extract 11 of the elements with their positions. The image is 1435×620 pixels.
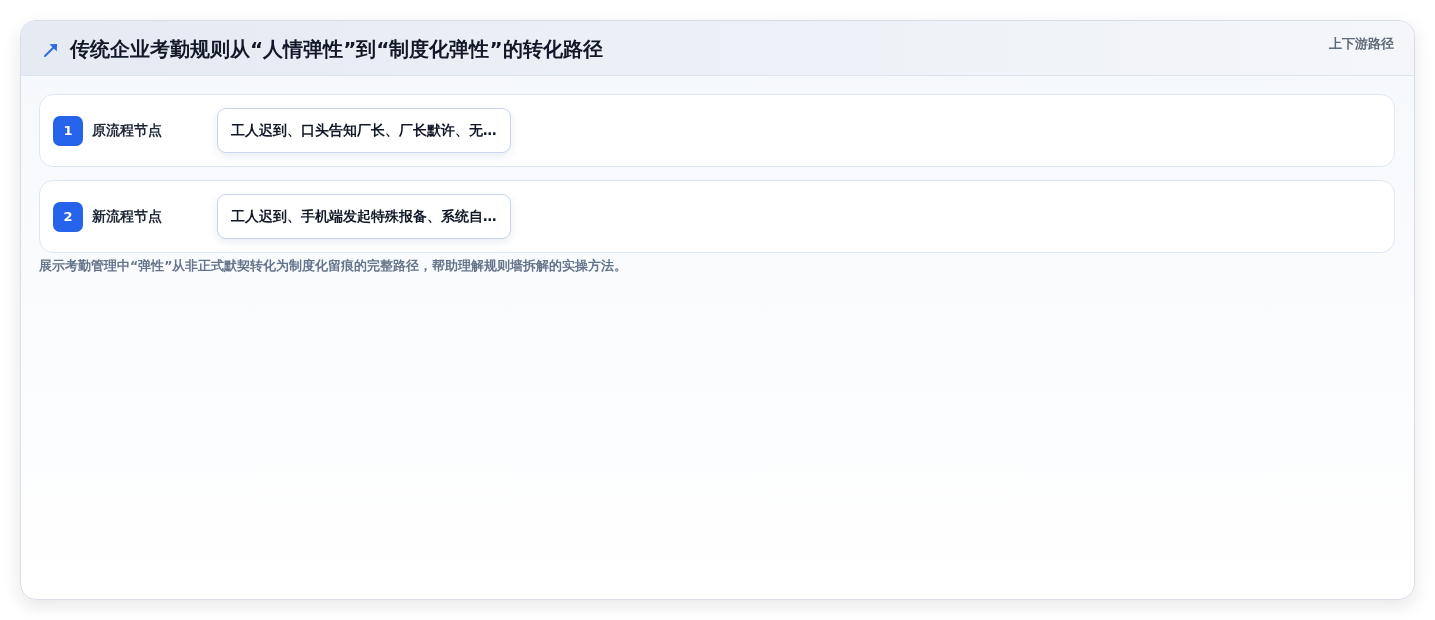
step-label: 新流程节点 (92, 207, 162, 226)
number-badge: 1 (53, 116, 83, 146)
text-box: 工人迟到、手机端发起特殊报备、系统自… (217, 194, 511, 239)
row-card (39, 94, 1395, 167)
caption: 展示考勤管理中“弹性”从非正式默契转化为制度化留痕的完整路径，帮助理解规则墙拆解的实操方法。 (39, 257, 628, 275)
number-badge: 2 (53, 202, 83, 232)
step-label: 原流程节点 (92, 121, 162, 140)
title: 传统企业考勤规则从“人情弹性”到“制度化弹性”的转化路径 (70, 36, 603, 63)
row-card (39, 180, 1395, 253)
text-box: 工人迟到、口头告知厂长、厂长默许、无… (217, 108, 511, 153)
section-label: 上下游路径 (1329, 35, 1394, 53)
